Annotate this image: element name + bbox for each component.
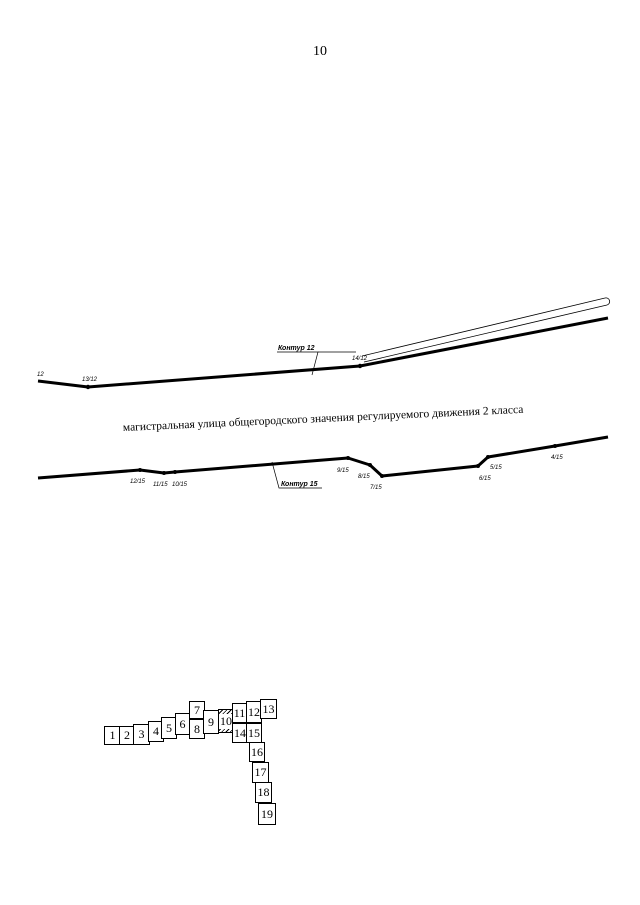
point-label: 7/15: [370, 485, 382, 491]
point-label: 13/12: [82, 377, 98, 383]
point-label: 11/15: [153, 482, 168, 488]
sheet-9: 9: [203, 710, 219, 734]
point-label: 4/15: [551, 455, 563, 461]
point-label: 14/12: [352, 356, 368, 362]
sheet-10-current: 10: [218, 709, 234, 733]
sheet-15: 15: [246, 723, 262, 743]
sheet-5: 5: [161, 717, 177, 739]
point-label: 6/15: [479, 476, 491, 482]
sheet-11: 11: [232, 703, 247, 723]
sheet-17: 17: [252, 762, 269, 783]
point-label: 12/15: [130, 479, 146, 485]
street-label: магистральная улица общегородского значе…: [123, 404, 524, 434]
sheet-13: 13: [260, 699, 277, 719]
sheet-16: 16: [249, 742, 265, 762]
page-number: 10: [313, 44, 327, 59]
point-label: 10/15: [172, 482, 188, 488]
contour-12-boundary: [37, 316, 609, 389]
point-label: 12: [37, 372, 44, 378]
contour-12-label: Контур 12: [278, 345, 315, 352]
sheet-18: 18: [255, 782, 272, 803]
contour-15-boundary: [37, 435, 609, 480]
sheet-4: 4: [148, 721, 164, 742]
point-label: 9/15: [337, 468, 349, 474]
sheet-3: 3: [133, 724, 150, 745]
sheet-19: 19: [258, 803, 276, 825]
sheet-14: 14: [232, 723, 248, 743]
point-label: 5/15: [490, 465, 502, 471]
point-label: 8/15: [358, 474, 370, 480]
double-line-feature: [361, 297, 611, 363]
vertex-markers: [85, 363, 557, 478]
sheet-6: 6: [175, 713, 190, 735]
contour-15-label: Контур 15: [281, 481, 318, 488]
contour-15-leader: [271, 461, 322, 489]
